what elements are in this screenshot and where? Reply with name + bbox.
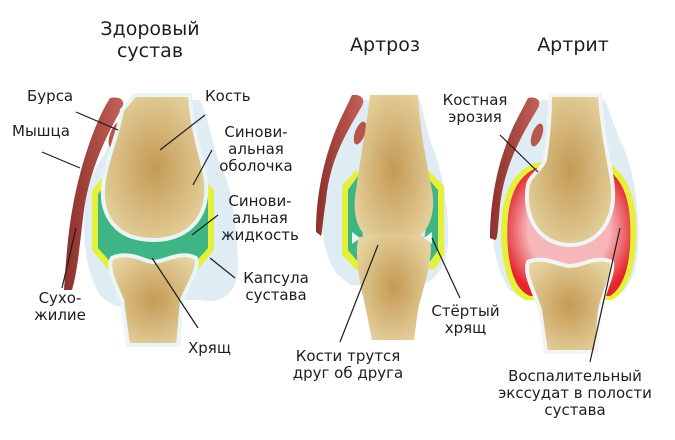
pointer-bones-rub bbox=[339, 244, 379, 343]
panel-title-arthrosis: Артроз bbox=[350, 34, 420, 56]
label-exudate: Воспалительный экссудат в полости сустав… bbox=[485, 368, 665, 419]
label-line: Синови- bbox=[224, 123, 288, 141]
upper-bone bbox=[524, 93, 616, 248]
label-line: эрозия bbox=[448, 108, 502, 126]
label-line: альная bbox=[228, 140, 284, 158]
lower-bone bbox=[356, 233, 431, 340]
label-cartilage: Хрящ bbox=[188, 339, 231, 357]
lower-bone bbox=[108, 253, 199, 347]
pointer-bone-erosion bbox=[499, 134, 539, 173]
muscle bbox=[64, 97, 124, 291]
synovial-fluid bbox=[98, 182, 208, 266]
pointer-tendon bbox=[61, 227, 77, 289]
upper-bone bbox=[354, 95, 434, 245]
muscle bbox=[316, 94, 364, 236]
label-synovial-membrane: Синови- альная оболочка bbox=[212, 124, 300, 175]
muscle bbox=[490, 97, 540, 241]
pointer-exudate bbox=[589, 227, 621, 363]
pointer-muscle bbox=[41, 151, 81, 169]
label-muscle: Мышца bbox=[12, 122, 70, 140]
arthritis-joint bbox=[490, 93, 639, 363]
label-capsule: Капсула сустава bbox=[236, 270, 316, 304]
label-tendon: Сухо- жилие bbox=[25, 290, 95, 324]
pointer-cartilage bbox=[151, 257, 199, 329]
label-line: друг об друга bbox=[292, 364, 404, 382]
label-line: Капсула bbox=[243, 269, 309, 287]
title-line: сустав bbox=[116, 40, 184, 62]
label-line: Синови- bbox=[228, 192, 292, 210]
label-line: сустава bbox=[544, 401, 606, 419]
pointer-bone bbox=[159, 114, 206, 151]
pointer-fluid bbox=[191, 214, 219, 236]
title-line: Здоровый bbox=[100, 18, 200, 40]
label-line: хрящ bbox=[444, 319, 487, 337]
healthy-joint bbox=[41, 93, 239, 347]
label-bursa: Бурса bbox=[27, 87, 74, 105]
label-line: жилие bbox=[34, 306, 86, 324]
label-line: Кости трутся bbox=[295, 347, 401, 365]
lower-bone bbox=[525, 257, 615, 354]
label-line: Воспалительный bbox=[508, 367, 642, 385]
pointer-membrane bbox=[192, 149, 213, 186]
label-synovial-fluid: Синови- альная жидкость bbox=[214, 193, 306, 244]
pointer-bursa bbox=[75, 111, 119, 131]
arthrosis-joint bbox=[316, 94, 461, 343]
label-bone-erosion: Костная эрозия bbox=[430, 92, 520, 126]
label-bones-rub: Кости трутся друг об друга bbox=[283, 348, 413, 382]
label-line: альная bbox=[232, 209, 288, 227]
label-line: экссудат в полости bbox=[498, 384, 652, 402]
pointer-capsule bbox=[209, 257, 236, 279]
label-line: Сухо- bbox=[38, 289, 82, 307]
pointer-worn-cartilage bbox=[431, 237, 461, 299]
label-bone: Кость bbox=[205, 87, 251, 105]
label-line: жидкость bbox=[221, 226, 299, 244]
bursa bbox=[353, 121, 367, 145]
panel-title-healthy: Здоровый сустав bbox=[80, 18, 220, 62]
panel-title-arthritis: Артрит bbox=[537, 34, 609, 56]
label-line: Костная bbox=[442, 91, 508, 109]
label-line: оболочка bbox=[219, 157, 293, 175]
bursa bbox=[530, 123, 544, 147]
label-line: Стёртый bbox=[431, 302, 500, 320]
upper-bone bbox=[100, 93, 209, 243]
label-worn-cartilage: Стёртый хрящ bbox=[428, 303, 503, 337]
label-line: сустава bbox=[245, 286, 307, 304]
